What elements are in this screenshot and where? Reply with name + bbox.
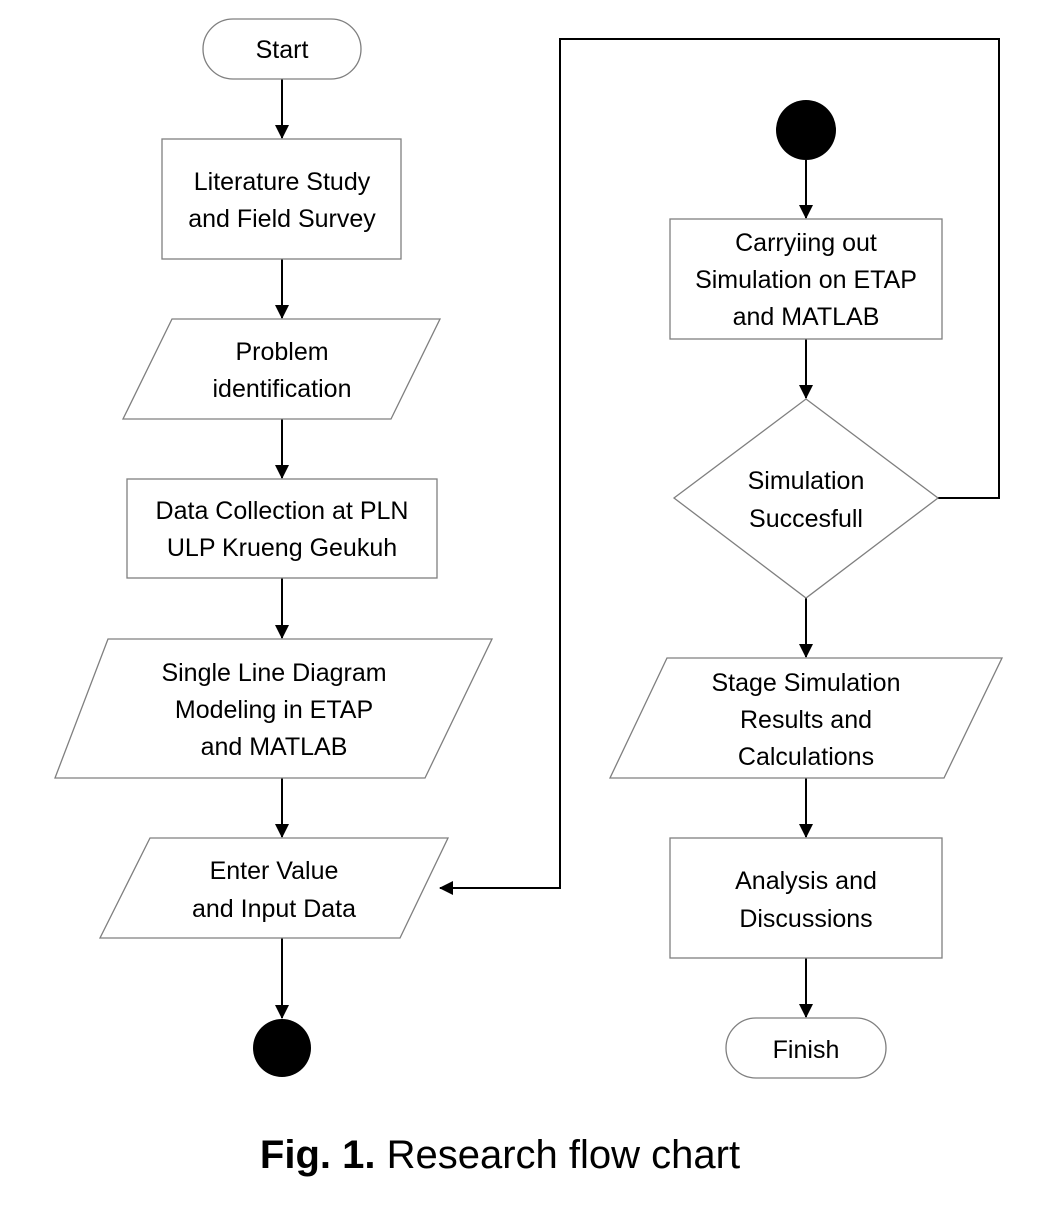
process-shape	[669, 837, 943, 959]
node-collection-line-1: ULP Krueng Geukuh	[167, 534, 397, 562]
node-stage: Stage Simulation Results and Calculation…	[608, 657, 1004, 779]
process-shape	[669, 218, 943, 340]
data-shape	[98, 837, 450, 939]
node-start-line-0: Start	[256, 36, 309, 64]
node-analysis-line-0: Analysis and	[735, 867, 877, 895]
node-simulate-line-1: Simulation on ETAP	[695, 266, 917, 294]
edge-decision-loop-back	[439, 38, 1000, 895]
data-shape	[608, 657, 1004, 779]
node-enter-line-1: and Input Data	[192, 895, 356, 923]
data-shape	[121, 318, 442, 420]
node-literature: Literature Study and Field Survey	[161, 138, 402, 260]
node-collection: Data Collection at PLN ULP Krueng Geukuh	[126, 478, 438, 579]
node-sld-line-0: Single Line Diagram	[161, 659, 386, 687]
node-simulate: Carryiing out Simulation on ETAP and MAT…	[669, 218, 943, 340]
node-stage-line-0: Stage Simulation	[711, 669, 900, 697]
data-shape	[54, 638, 494, 779]
node-stage-line-1: Results and	[740, 706, 872, 734]
node-analysis-line-1: Discussions	[739, 905, 872, 933]
node-start: Start	[202, 18, 362, 80]
connector-in-icon	[776, 100, 836, 160]
node-problem-line-1: identification	[213, 375, 352, 403]
node-finish-line-0: Finish	[773, 1036, 840, 1064]
node-stage-line-2: Calculations	[738, 743, 874, 771]
terminator-shape	[725, 1017, 887, 1079]
node-sld-line-2: and MATLAB	[201, 733, 348, 761]
figure-label: Fig. 1.	[259, 1133, 376, 1177]
node-enter-line-0: Enter Value	[210, 857, 339, 885]
node-decision-line-1: Succesfull	[749, 505, 863, 533]
node-problem-line-0: Problem	[235, 338, 328, 366]
node-decision-line-0: Simulation	[748, 467, 865, 495]
node-sld-line-1: Modeling in ETAP	[175, 696, 373, 724]
node-collection-line-0: Data Collection at PLN	[156, 497, 409, 525]
node-finish: Finish	[725, 1017, 887, 1079]
process-shape	[161, 138, 402, 260]
node-simulate-line-0: Carryiing out	[735, 229, 877, 257]
node-enter: Enter Value and Input Data	[98, 837, 450, 939]
connector-out-icon	[253, 1019, 311, 1077]
decision-shape	[672, 398, 940, 599]
node-simulate-line-2: and MATLAB	[733, 303, 880, 331]
node-literature-line-0: Literature Study	[194, 168, 371, 196]
node-decision: Simulation Succesfull	[672, 398, 940, 599]
edges	[275, 38, 1000, 1019]
terminator-shape	[202, 18, 362, 80]
node-literature-line-1: and Field Survey	[188, 205, 376, 233]
node-problem: Problem identification	[121, 318, 442, 420]
node-analysis: Analysis and Discussions	[669, 837, 943, 959]
figure-title: Research flow chart	[375, 1133, 741, 1177]
figure-caption: Fig. 1. Research flow chart	[0, 1133, 1000, 1178]
node-sld: Single Line Diagram Modeling in ETAP and…	[54, 638, 494, 779]
process-shape	[126, 478, 438, 579]
